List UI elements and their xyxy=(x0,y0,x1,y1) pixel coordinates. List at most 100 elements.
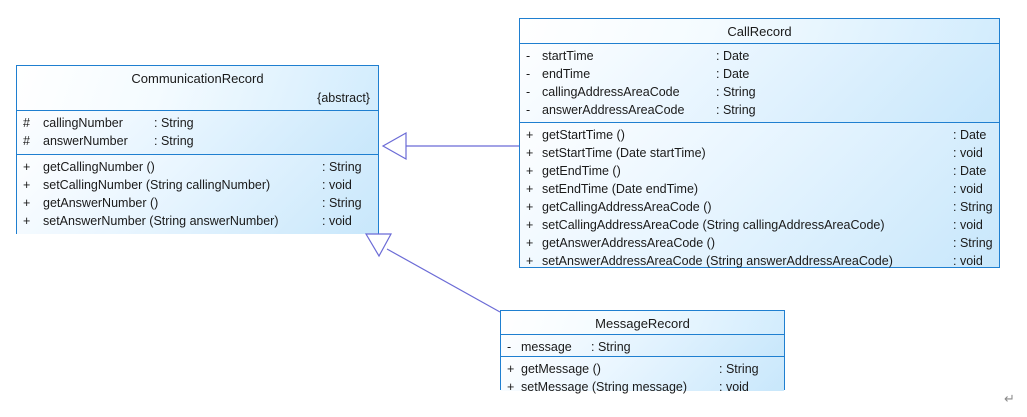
operations-compartment-message-record: + getMessage () : String + setMessage (S… xyxy=(501,356,784,394)
generalization-message-record-to-communication-record xyxy=(364,233,501,313)
class-name-call-record: CallRecord xyxy=(727,24,792,39)
attribute-row: - startTime : Date xyxy=(520,47,999,65)
class-header-message-record: MessageRecord xyxy=(501,311,784,334)
operation-return-type: : String xyxy=(322,160,362,174)
generalization-call-record-to-communication-record xyxy=(381,131,519,161)
operation-row: + getEndTime () : Date xyxy=(520,162,999,180)
operation-signature: getAnswerAddressAreaCode () xyxy=(542,236,715,250)
attribute-type: : String xyxy=(716,85,756,99)
visibility-marker: + xyxy=(23,214,31,228)
attribute-row: - callingAddressAreaCode : String xyxy=(520,83,999,101)
operation-signature: getCallingAddressAreaCode () xyxy=(542,200,712,214)
visibility-marker: + xyxy=(507,362,515,376)
operation-row: + setStartTime (Date startTime) : void xyxy=(520,144,999,162)
class-stereotype-communication-record: {abstract} xyxy=(317,91,370,105)
visibility-marker: + xyxy=(526,182,534,196)
operation-signature: getEndTime () xyxy=(542,164,621,178)
visibility-marker: + xyxy=(526,128,534,142)
operation-return-type: : void xyxy=(953,182,983,196)
attribute-name: callingNumber xyxy=(43,116,123,130)
operation-signature: setCallingNumber (String callingNumber) xyxy=(43,178,271,192)
visibility-marker: + xyxy=(526,200,534,214)
class-name-message-record: MessageRecord xyxy=(595,316,690,331)
attribute-row: - endTime : Date xyxy=(520,65,999,83)
attribute-row: # callingNumber : String xyxy=(17,114,378,132)
visibility-marker: - xyxy=(526,85,531,99)
operation-return-type: : void xyxy=(719,380,749,394)
operation-return-type: : String xyxy=(322,196,362,210)
attribute-type: : Date xyxy=(716,67,750,81)
class-name-communication-record: CommunicationRecord xyxy=(131,71,264,86)
attribute-name: callingAddressAreaCode xyxy=(542,85,680,99)
operation-row: + getAnswerAddressAreaCode () : String xyxy=(520,234,999,252)
visibility-marker: + xyxy=(23,178,31,192)
attribute-name: startTime xyxy=(542,49,594,63)
visibility-marker: # xyxy=(23,134,30,148)
paragraph-mark-icon: ↵ xyxy=(1004,392,1015,407)
operation-signature: getCallingNumber () xyxy=(43,160,155,174)
operation-row: + setAnswerNumber (String answerNumber) … xyxy=(17,212,378,230)
attribute-row: # answerNumber : String xyxy=(17,132,378,150)
visibility-marker: + xyxy=(526,164,534,178)
operation-return-type: : void xyxy=(953,146,983,160)
class-box-communication-record[interactable]: CommunicationRecord {abstract} # calling… xyxy=(16,65,379,234)
operation-return-type: : String xyxy=(719,362,759,376)
attribute-type: : Date xyxy=(716,49,750,63)
attributes-compartment-message-record: - message : String xyxy=(501,334,784,356)
generalization-arrowhead-icon xyxy=(364,233,393,258)
operation-row: + getStartTime () : Date xyxy=(520,126,999,144)
operation-return-type: : void xyxy=(953,218,983,232)
operation-return-type: : String xyxy=(953,200,993,214)
operation-return-type: : Date xyxy=(953,164,987,178)
operation-row: + setAnswerAddressAreaCode (String answe… xyxy=(520,252,999,270)
operation-signature: setStartTime (Date startTime) xyxy=(542,146,706,160)
operation-signature: getMessage () xyxy=(521,362,601,376)
visibility-marker: + xyxy=(526,218,534,232)
operations-compartment-call-record: + getStartTime () : Date + setStartTime … xyxy=(520,122,999,270)
attribute-type: : String xyxy=(591,340,631,354)
operation-signature: setAnswerAddressAreaCode (String answerA… xyxy=(542,254,893,268)
visibility-marker: - xyxy=(526,103,531,117)
visibility-marker: + xyxy=(526,236,534,250)
operation-row: + getCallingAddressAreaCode () : String xyxy=(520,198,999,216)
operation-row: + getCallingNumber () : String xyxy=(17,158,378,176)
class-header-communication-record: CommunicationRecord {abstract} xyxy=(17,66,378,110)
operation-return-type: : void xyxy=(322,214,352,228)
operation-row: + getAnswerNumber () : String xyxy=(17,194,378,212)
class-box-call-record[interactable]: CallRecord - startTime : Date - endTime … xyxy=(519,18,1000,268)
generalization-line xyxy=(386,248,501,313)
attribute-name: endTime xyxy=(542,67,591,81)
operation-signature: getAnswerNumber () xyxy=(43,196,159,210)
attribute-name: answerAddressAreaCode xyxy=(542,103,685,117)
operation-return-type: : String xyxy=(953,236,993,250)
operation-return-type: : void xyxy=(953,254,983,268)
operation-row: + setCallingAddressAreaCode (String call… xyxy=(520,216,999,234)
attribute-type: : String xyxy=(154,116,194,130)
visibility-marker: + xyxy=(507,380,515,394)
visibility-marker: # xyxy=(23,116,30,130)
visibility-marker: - xyxy=(507,340,512,354)
operation-row: + getMessage () : String xyxy=(501,360,784,378)
generalization-arrowhead-icon xyxy=(381,131,407,161)
operation-signature: setAnswerNumber (String answerNumber) xyxy=(43,214,279,228)
visibility-marker: + xyxy=(23,196,31,210)
class-header-call-record: CallRecord xyxy=(520,19,999,43)
operations-compartment-communication-record: + getCallingNumber () : String + setCall… xyxy=(17,154,378,234)
attribute-row: - answerAddressAreaCode : String xyxy=(520,101,999,119)
class-box-message-record[interactable]: MessageRecord - message : String + getMe… xyxy=(500,310,785,394)
attributes-compartment-communication-record: # callingNumber : String # answerNumber … xyxy=(17,110,378,154)
attribute-row: - message : String xyxy=(501,338,784,356)
attribute-name: message xyxy=(521,340,572,354)
operation-signature: setEndTime (Date endTime) xyxy=(542,182,699,196)
operation-return-type: : void xyxy=(322,178,352,192)
operation-row: + setCallingNumber (String callingNumber… xyxy=(17,176,378,194)
visibility-marker: + xyxy=(526,146,534,160)
attribute-name: answerNumber xyxy=(43,134,128,148)
attribute-type: : String xyxy=(716,103,756,117)
visibility-marker: - xyxy=(526,67,531,81)
visibility-marker: - xyxy=(526,49,531,63)
operation-signature: getStartTime () xyxy=(542,128,625,142)
operation-signature: setCallingAddressAreaCode (String callin… xyxy=(542,218,885,232)
visibility-marker: + xyxy=(23,160,31,174)
